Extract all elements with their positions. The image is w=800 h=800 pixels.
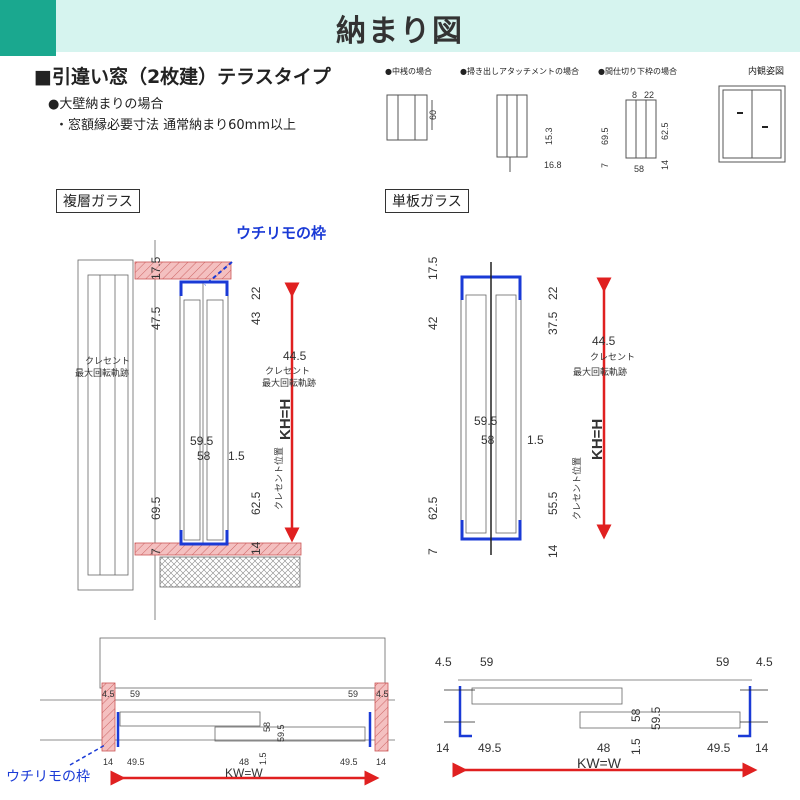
bottom-right-dims: 4.5 59 59 4.5 58 59.5 14 49.5 48 1.5 49.… xyxy=(435,655,773,771)
dim: 44.5 xyxy=(283,349,307,363)
callout-frame-top: ウチリモの枠 xyxy=(236,224,327,242)
section-note: ・窓額縁必要寸法 通常納まり60mm以上 xyxy=(55,118,297,133)
dim: 59 xyxy=(348,689,358,699)
dim: 7 xyxy=(149,548,163,555)
label-single-glass: 単板ガラス xyxy=(385,189,469,213)
bottom-left-plan xyxy=(40,637,395,786)
dim: 62.5 xyxy=(249,491,263,515)
dim: 43 xyxy=(249,311,263,325)
dim: 14 xyxy=(546,544,560,558)
dim: 69.5 xyxy=(600,127,610,145)
section-title: ■引違い窓（2枚建）テラスタイプ xyxy=(34,66,331,88)
header-band xyxy=(0,0,800,52)
width-label: KW=W xyxy=(577,755,622,771)
crescent-pos: クレセント位置 xyxy=(571,457,582,520)
dim: 55.5 xyxy=(546,491,560,515)
thumb-attachment: 15.3 16.8 xyxy=(496,94,562,172)
dim: 69.5 xyxy=(149,496,163,520)
crescent-label: 最大回転軌跡 xyxy=(262,377,316,388)
dim: 7 xyxy=(600,163,610,168)
crescent-label: クレセント xyxy=(590,352,635,362)
dim: 58 xyxy=(634,164,644,174)
dim: 49.5 xyxy=(478,741,502,755)
dim: 1.5 xyxy=(228,449,245,463)
crescent-pos: クレセント位置 xyxy=(273,447,284,510)
dim: 59.5 xyxy=(649,706,663,730)
thumb-elevation xyxy=(718,85,786,163)
dim: 14 xyxy=(755,741,769,755)
dim: 49.5 xyxy=(340,757,358,767)
dim: 17.5 xyxy=(149,256,163,280)
bottom-right-plan xyxy=(444,679,768,778)
dim: 58 xyxy=(197,449,211,463)
dim: 49.5 xyxy=(127,757,145,767)
dim: 59 xyxy=(130,689,140,699)
right-section-dims: 17.5 42 22 37.5 44.5 クレセント 最大回転軌跡 KH=H 5… xyxy=(426,256,635,558)
left-section-dims: 17.5 22 47.5 43 44.5 クレセント 最大回転軌跡 クレセント … xyxy=(75,256,316,555)
dim: 14 xyxy=(660,160,670,170)
header-accent xyxy=(0,0,56,56)
thumb-label: ●間仕切り下枠の場合 xyxy=(598,67,677,76)
dim: 22 xyxy=(249,286,263,300)
dim: 8 xyxy=(632,90,637,100)
crescent-label: 最大回転軌跡 xyxy=(573,366,627,377)
callout-frame-bottom: ウチリモの枠 xyxy=(6,769,90,785)
dim: 59.5 xyxy=(190,434,214,448)
dim: 14 xyxy=(376,757,386,767)
dim: 58 xyxy=(629,708,643,722)
dim: 1.5 xyxy=(527,433,544,447)
dim: 14 xyxy=(103,757,113,767)
page-title: 納まり図 xyxy=(336,14,464,49)
thumb-mid-rail: 60 xyxy=(386,94,438,141)
thumb-label: ●掃き出しアタッチメントの場合 xyxy=(460,67,579,76)
dim: 62.5 xyxy=(426,496,440,520)
dim: 58 xyxy=(481,433,495,447)
dim: 42 xyxy=(426,316,440,330)
right-section-drawing xyxy=(460,262,612,555)
dim: 59.5 xyxy=(276,724,286,742)
dim: 15.3 xyxy=(544,127,554,145)
dim: 47.5 xyxy=(149,306,163,330)
dim: 4.5 xyxy=(376,689,389,699)
dim: 4.5 xyxy=(756,655,773,669)
dim: 59.5 xyxy=(474,414,498,428)
crescent-label: 最大回転軌跡 xyxy=(75,367,129,378)
dim: 17.5 xyxy=(426,256,440,280)
dim: 4.5 xyxy=(102,689,115,699)
crescent-label: クレセント xyxy=(265,366,310,376)
width-label: KW=W xyxy=(225,766,263,780)
dim: 1.5 xyxy=(629,738,643,755)
section-bullet: ●大壁納まりの場合 xyxy=(48,97,164,112)
dim: 44.5 xyxy=(592,334,616,348)
dim: 7 xyxy=(426,548,440,555)
dim: 58 xyxy=(262,722,272,732)
dim: 37.5 xyxy=(546,311,560,335)
height-label: KH=H xyxy=(589,419,606,460)
dim: 60 xyxy=(428,110,438,120)
dim: 48 xyxy=(597,741,611,755)
dim: 62.5 xyxy=(660,122,670,140)
left-section-drawing xyxy=(77,240,302,620)
dim: 1.5 xyxy=(258,752,268,765)
dim: 14 xyxy=(249,541,263,555)
dim: 59 xyxy=(480,655,494,669)
bottom-left-dims: 4.5 59 59 4.5 58 59.5 14 49.5 48 1.5 49.… xyxy=(102,689,389,780)
dim: 49.5 xyxy=(707,741,731,755)
dim: 59 xyxy=(716,655,730,669)
dim: 16.8 xyxy=(544,160,562,170)
label-double-glass: 複層ガラス xyxy=(56,189,140,213)
crescent-label: クレセント xyxy=(85,356,130,366)
thumb-label: 内観姿図 xyxy=(748,67,785,77)
dim: 4.5 xyxy=(435,655,452,669)
dim: 22 xyxy=(546,286,560,300)
dim: 14 xyxy=(436,741,450,755)
thumb-partition: 8 22 69.5 62.5 7 58 14 xyxy=(600,90,670,174)
dim: 48 xyxy=(239,757,249,767)
height-label: KH=H xyxy=(277,399,294,440)
thumb-label: ●中桟の場合 xyxy=(385,67,432,76)
dim: 22 xyxy=(644,90,654,100)
